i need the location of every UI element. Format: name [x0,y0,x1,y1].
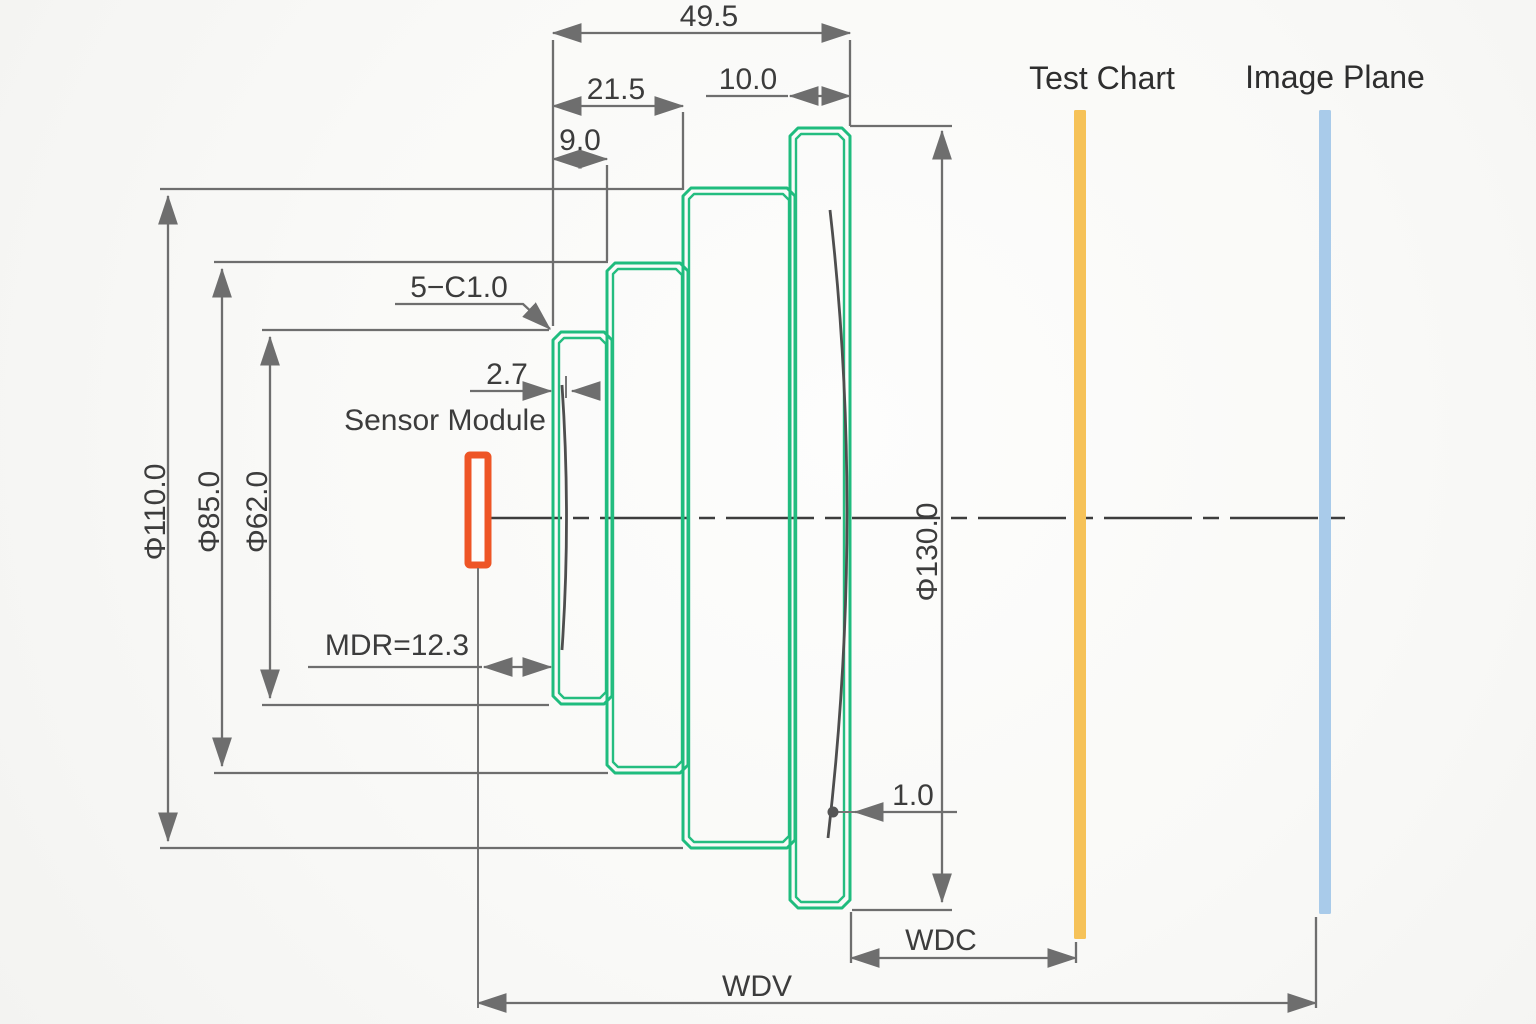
dim-front-edge-thickness-label: 1.0 [892,779,934,812]
dim-rear-length: 9.0 [551,124,609,261]
dim-wdc: WDC [849,912,1078,968]
dim-wdv-label: WDV [722,970,792,1003]
dim-dia-front: Φ130.0 [850,124,952,912]
test-chart-label: Test Chart [1029,60,1175,96]
image-plane-bar [1319,110,1331,914]
dim-mdr: MDR=12.3 [308,629,553,677]
dim-rear-length-label: 9.0 [559,124,601,157]
dim-dia-front-label: Φ130.0 [911,502,944,601]
surface-reference-dot [827,806,839,818]
dim-dia-rear-label: Φ62.0 [241,471,274,553]
dim-rear-vertex-offset: 2.7 [470,358,601,401]
sensor-module-rect [464,451,492,569]
barrel-step-mid-inner [611,267,684,769]
dim-mid-length-label: 21.5 [587,73,645,106]
dim-mid-length: 21.5 [551,73,685,190]
dim-front-ring-length: 10.0 [706,63,852,106]
dim-wdv: WDV [476,917,1318,1013]
barrel-step-body-inner [687,192,791,844]
chamfer-note-label: 5−C1.0 [410,271,508,304]
barrel-front-ring-outer [788,126,852,910]
dim-rear-vertex-offset-label: 2.7 [486,358,528,391]
dim-dia-body: Φ110.0 [139,187,683,850]
front-lens-surface-arc [826,209,849,839]
dim-dia-body-label: Φ110.0 [139,464,172,561]
dim-wdc-label: WDC [905,924,977,957]
dim-front-edge-thickness: 1.0 [827,779,957,822]
dim-dia-mid-label: Φ85.0 [193,471,226,553]
chamfer-note: 5−C1.0 [395,271,551,330]
test-chart-bar [1074,110,1086,939]
dim-total-length: 49.5 [551,0,852,326]
sensor-module-label: Sensor Module [344,404,546,437]
dim-mdr-label: MDR=12.3 [325,629,469,662]
dim-dia-mid: Φ85.0 [193,260,608,775]
dim-front-ring-length-label: 10.0 [719,63,777,96]
dim-total-length-label: 49.5 [680,0,738,33]
chamfer-leader-line [395,302,551,330]
rear-lens-surface-arc [560,384,568,651]
barrel-front-ring-inner [794,132,846,904]
barrel-step-rear-inner [557,336,608,700]
lens-barrel [551,126,852,910]
image-plane-label: Image Plane [1245,59,1425,95]
dim-dia-rear: Φ62.0 [241,328,549,707]
